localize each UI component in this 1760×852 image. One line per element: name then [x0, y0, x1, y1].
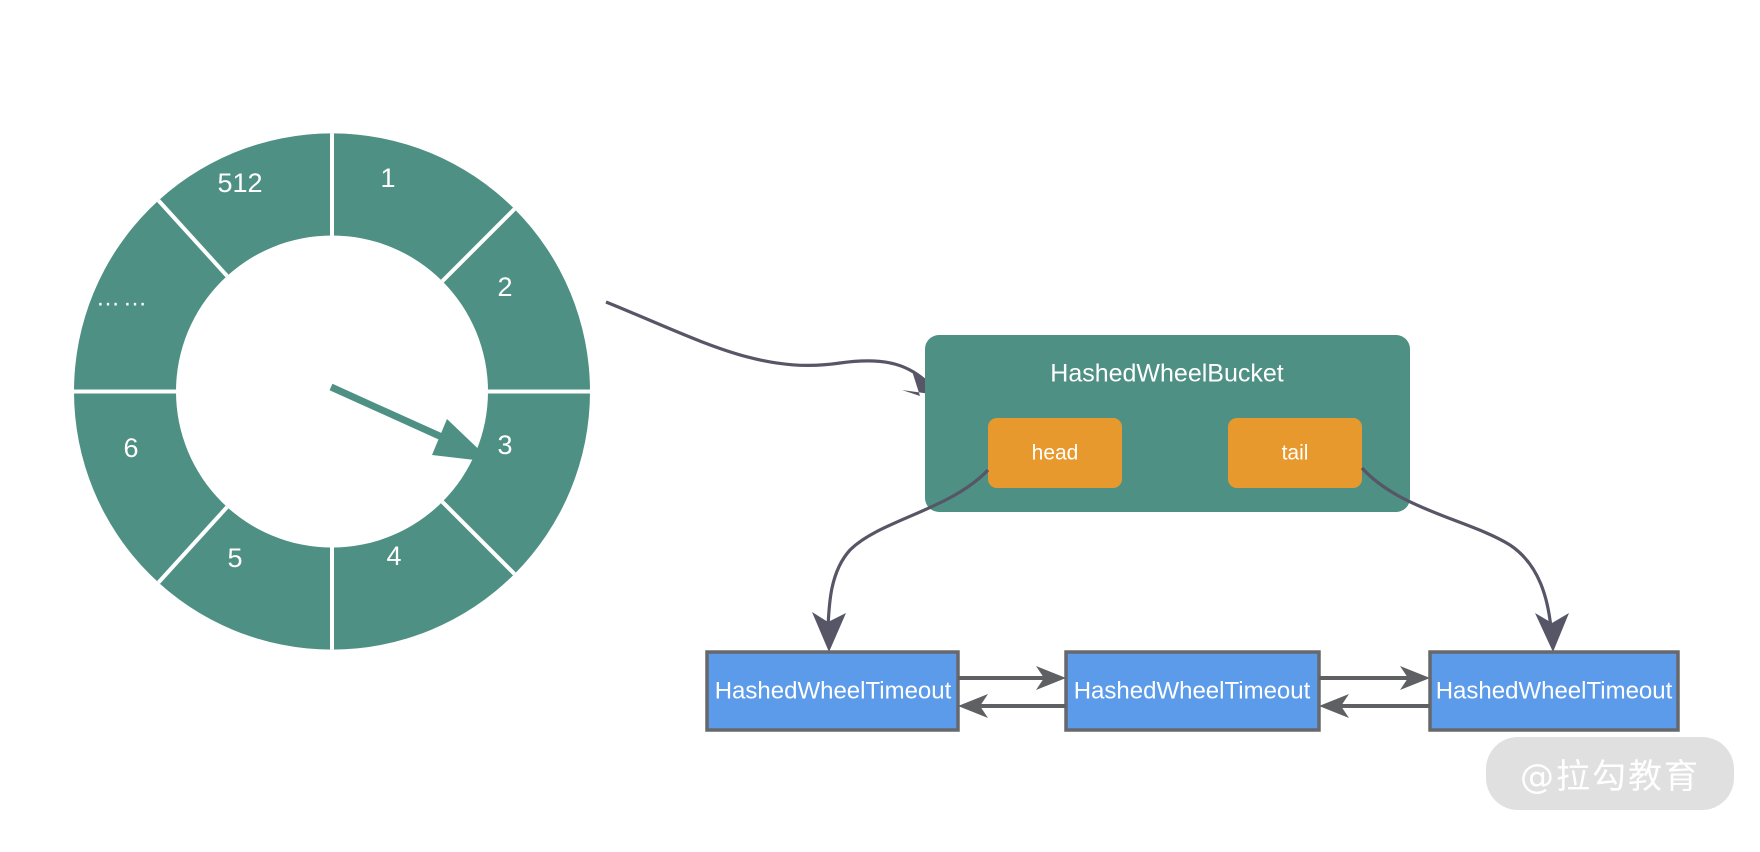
wheel-slot-ellipsis-label: ……	[96, 284, 150, 311]
tail-pointer[interactable]: tail	[1228, 418, 1362, 488]
head-pointer-label: head	[1032, 442, 1079, 465]
timeout-node-1-label: HashedWheelTimeout	[715, 677, 952, 704]
timeout-linked-list: HashedWheelTimeout HashedWheelTimeout Ha…	[705, 650, 1680, 732]
link-node1-next	[958, 666, 1066, 690]
timeout-node-2-rect[interactable]	[1064, 650, 1321, 732]
hashed-wheel-bucket[interactable]: HashedWheelBucket head tail	[925, 335, 1410, 512]
head-to-first-timeout-arrowhead-icon	[812, 612, 846, 652]
wheel-slot-2-label: 2	[497, 272, 512, 302]
timeout-node-3-rect[interactable]	[1428, 650, 1680, 732]
link-node2-prev	[958, 694, 1066, 718]
timeout-node-2[interactable]: HashedWheelTimeout	[1064, 650, 1321, 732]
link-node3-prev	[1319, 694, 1430, 718]
wheel-hand	[329, 383, 492, 462]
head-to-first-timeout	[812, 468, 990, 652]
timeout-node-3[interactable]: HashedWheelTimeout	[1428, 650, 1680, 732]
bucket-title: HashedWheelBucket	[1050, 360, 1284, 388]
wheel-slot-5-label: 5	[227, 543, 242, 573]
tail-to-last-timeout-path	[1360, 466, 1553, 629]
link-node2-next-arrowhead-icon	[1400, 666, 1430, 690]
link-node3-prev-arrowhead-icon	[1319, 694, 1349, 718]
head-pointer-rect[interactable]	[988, 418, 1122, 488]
watermark: @拉勾教育	[1486, 737, 1734, 810]
link-node1-next-arrowhead-icon	[1036, 666, 1066, 690]
timeout-node-1-rect[interactable]	[705, 650, 960, 732]
link-node2-next	[1319, 666, 1430, 690]
tail-pointer-label: tail	[1282, 442, 1309, 465]
wheel-hand-arrow-icon	[432, 419, 492, 462]
wheel-hand-shaft	[329, 383, 457, 447]
wheel-slot-6-label: 6	[123, 433, 138, 463]
head-pointer[interactable]: head	[988, 418, 1122, 488]
slot-to-bucket-arrow	[605, 300, 945, 396]
wheel-slot-4-label: 4	[386, 541, 401, 571]
tail-to-last-timeout	[1360, 466, 1569, 652]
wheel-slot-512-label: 512	[217, 168, 262, 198]
tail-pointer-rect[interactable]	[1228, 418, 1362, 488]
timeout-node-2-label: HashedWheelTimeout	[1074, 677, 1311, 704]
slot-to-bucket-path	[605, 300, 930, 385]
link-node2-prev-arrowhead-icon	[958, 694, 988, 718]
wheel-slot-1-label: 1	[380, 163, 395, 193]
timeout-node-3-label: HashedWheelTimeout	[1436, 677, 1673, 704]
wheel-dividers	[73, 133, 590, 650]
tail-to-last-timeout-arrowhead-icon	[1535, 613, 1569, 652]
timing-wheel: 1 2 3 4 5 6 …… 512	[73, 133, 590, 650]
head-to-first-timeout-path	[826, 468, 990, 629]
timeout-node-1[interactable]: HashedWheelTimeout	[705, 650, 960, 732]
wheel-slot-3-label: 3	[497, 430, 512, 460]
